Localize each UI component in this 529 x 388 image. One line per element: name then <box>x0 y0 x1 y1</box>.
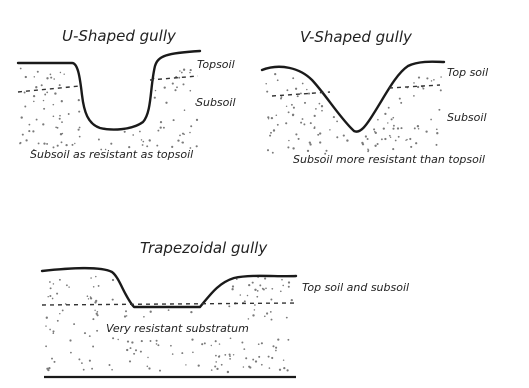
u-shaped-subsoil-stipple <box>19 67 199 151</box>
u-shaped-subsoil-label: Subsoil <box>196 96 236 109</box>
trapezoidal-gully-diagram: Trapezoidal gully Top soil and subsoil V… <box>40 239 409 379</box>
u-shaped-gully-title: U-Shaped gully <box>62 27 177 45</box>
u-shaped-topsoil-label: Topsoil <box>197 58 235 71</box>
v-shaped-gully-diagram: V-Shaped gully Top soil Subsoil Subsoil … <box>260 28 488 166</box>
v-shaped-topsoil-boundary <box>271 84 441 97</box>
v-shaped-gully-profile <box>260 60 446 133</box>
u-shaped-topsoil-boundary <box>17 75 199 93</box>
u-shaped-caption: Subsoil as resistant as topsoil <box>30 148 193 161</box>
trapezoidal-gully-profile <box>40 266 298 309</box>
v-shaped-topsoil-label: Top soil <box>447 66 488 79</box>
v-shaped-caption: Subsoil more resistant than topsoil <box>293 153 485 166</box>
trapezoidal-layer-label: Top soil and subsoil <box>302 281 409 294</box>
u-shaped-gully-diagram: U-Shaped gully Topsoil Subsoil Subsoil a… <box>16 27 236 161</box>
u-shaped-gully-profile <box>16 49 202 131</box>
substratum-boundary <box>41 302 297 306</box>
v-shaped-subsoil-stipple <box>265 72 442 155</box>
substratum-label: Very resistant substratum <box>106 322 249 335</box>
trapezoidal-layer-stipple <box>45 275 293 374</box>
v-shaped-subsoil-label: Subsoil <box>447 111 487 124</box>
trapezoidal-gully-title: Trapezoidal gully <box>140 239 268 257</box>
v-shaped-gully-title: V-Shaped gully <box>300 28 413 46</box>
